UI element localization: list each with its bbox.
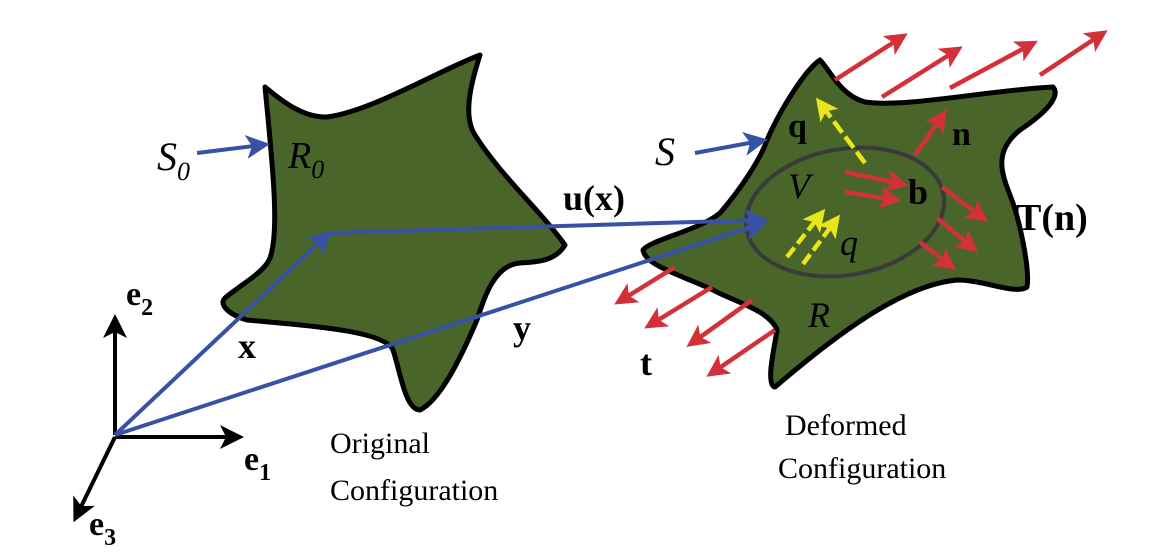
deformed-caption-line2: Configuration	[778, 452, 946, 485]
y-label: y	[513, 308, 531, 348]
s0-pointer-arrow	[196, 135, 270, 159]
original-caption-line1: Original	[330, 427, 430, 460]
internal-traction-arrows	[918, 185, 989, 271]
applied-traction-label: t	[640, 343, 652, 383]
deformed-caption-line1: Deformed	[785, 409, 907, 442]
heat-source-arrows	[785, 208, 841, 266]
surface-traction-arrows-top	[833, 30, 1108, 99]
volume-label: V	[788, 166, 814, 206]
s0-label: S0	[157, 134, 190, 186]
displacement-label: u(x)	[563, 178, 625, 218]
e2-label: e2	[126, 276, 153, 321]
traction-label: T(n)	[1016, 197, 1088, 239]
e1-label: e1	[244, 441, 271, 486]
e3-axis-arrow	[73, 436, 117, 523]
position-vector-x	[113, 230, 332, 437]
normal-label: n	[952, 116, 971, 153]
normal-vector-arrow	[913, 109, 947, 157]
displacement-vector-u	[329, 208, 768, 235]
heat-source-label: q	[840, 223, 858, 263]
heat-flux-label: q	[788, 108, 807, 145]
s-label: S	[655, 129, 675, 174]
applied-traction-arrows	[614, 265, 777, 377]
heat-flux-arrow	[815, 97, 867, 165]
position-vector-y	[114, 217, 768, 437]
original-caption-line2: Configuration	[330, 474, 498, 507]
s-pointer-arrow	[694, 132, 768, 156]
e3-label: e3	[89, 506, 116, 551]
x-label: x	[238, 326, 256, 366]
body-force-arrows	[844, 169, 909, 209]
deformed-region-label: R	[807, 295, 830, 335]
body-force-label: b	[908, 172, 928, 212]
r0-label: R0	[287, 135, 324, 184]
